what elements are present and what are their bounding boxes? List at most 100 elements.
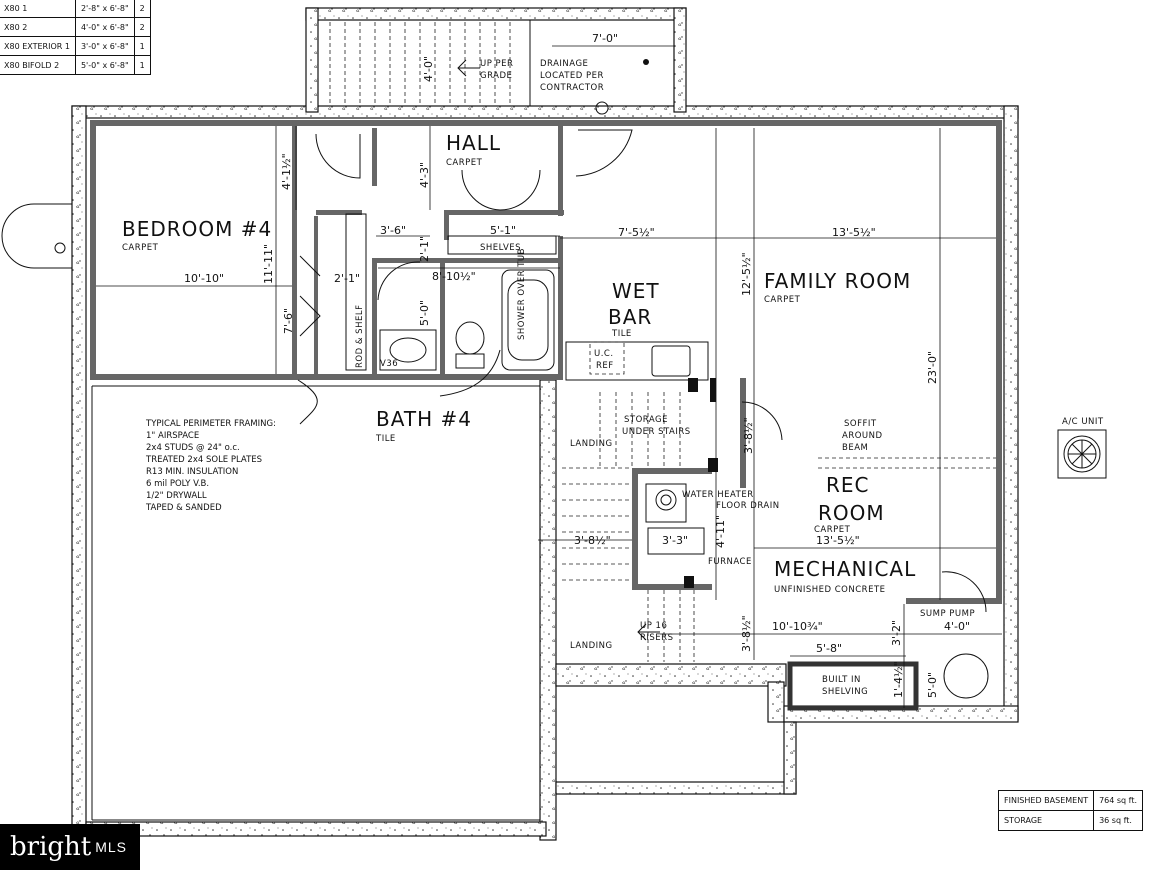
table-row: STORAGE 36 sq ft. xyxy=(997,810,1144,831)
family-room-floor: CARPET xyxy=(764,295,801,305)
framing-note-line: TAPED & SANDED xyxy=(145,503,222,513)
interior-walls xyxy=(90,120,1002,821)
dim-label: 5'-0" xyxy=(418,300,431,326)
area-label: STORAGE xyxy=(997,810,1095,831)
table-row: X80 1 2'-8" x 6'-8" 2 xyxy=(0,0,151,18)
uc-ref-label-1: U.C. xyxy=(594,349,614,359)
dim-label: 5'-1" xyxy=(490,224,516,237)
mechanical-floor: UNFINISHED CONCRETE xyxy=(774,585,886,595)
table-row: X80 BIFOLD 2 5'-0" x 6'-8" 1 xyxy=(0,55,151,75)
built-in-label-2: SHELVING xyxy=(822,687,868,697)
uc-ref-label-2: REF xyxy=(596,361,614,371)
dim-label: 3'-6" xyxy=(380,224,406,237)
framing-note-line: 2x4 STUDS @ 24" o.c. xyxy=(146,443,240,453)
door-size: 5'-0" x 6'-8" xyxy=(74,55,135,75)
ac-unit-label: A/C UNIT xyxy=(1062,417,1104,427)
dim-label: 3'-3" xyxy=(662,534,688,547)
dim-label: 11'-11" xyxy=(262,244,275,284)
door-qty: 2 xyxy=(133,0,151,18)
area-value: 36 sq ft. xyxy=(1093,810,1144,831)
water-heater-label: WATER HEATER xyxy=(682,490,754,500)
table-row: FINISHED BASEMENT 764 sq ft. xyxy=(997,790,1144,811)
area-label: FINISHED BASEMENT xyxy=(997,790,1095,811)
mechanical-label: MECHANICAL xyxy=(774,557,916,581)
dim-label: 13'-5½" xyxy=(816,534,860,547)
landing-label-upper: LANDING xyxy=(570,439,613,449)
stairs xyxy=(317,19,695,662)
framing-note-line: 1/2" DRYWALL xyxy=(146,491,207,501)
door-qty: 1 xyxy=(133,36,151,56)
door-schedule-table: X80 1 2'-8" x 6'-8" 2 X80 2 4'-0" x 6'-8… xyxy=(0,0,151,75)
storage-label-1: STORAGE xyxy=(624,415,668,425)
ac-unit-icon xyxy=(1057,429,1107,479)
door-qty: 1 xyxy=(133,55,151,75)
up-risers-label-1: UP 16 xyxy=(640,621,667,631)
floor-drain-label: FLOOR DRAIN xyxy=(716,501,780,511)
drainage-label-1: DRAINAGE xyxy=(540,59,588,69)
soffit-label-1: SOFFIT xyxy=(844,419,877,429)
vanity-label: V36 xyxy=(380,359,398,369)
dim-label: 3'-8½" xyxy=(740,615,753,652)
dim-label: 3'-8½" xyxy=(742,417,755,454)
framing-note-line: 6 mil POLY V.B. xyxy=(146,479,209,489)
mls-watermark: bright MLS xyxy=(0,824,140,870)
up-per-label-1: UP PER xyxy=(480,59,513,69)
doors xyxy=(1,129,987,613)
room-labels: BEDROOM #4 CARPET HALL CARPET WET BAR TI… xyxy=(122,131,916,595)
door-size: 4'-0" x 6'-8" xyxy=(74,17,135,37)
landing-label-lower: LANDING xyxy=(570,641,613,651)
hall-label: HALL xyxy=(446,131,501,155)
framing-note-line: TREATED 2x4 SOLE PLATES xyxy=(145,455,262,465)
bedroom-label: BEDROOM #4 xyxy=(122,217,272,241)
wet-bar-label-2: BAR xyxy=(608,305,652,329)
dim-label: 13'-5½" xyxy=(832,226,876,239)
dim-label: 10'-10" xyxy=(184,272,224,285)
dim-label: 7'-0" xyxy=(592,32,618,45)
area-summary-table: FINISHED BASEMENT 764 sq ft. STORAGE 36 … xyxy=(997,790,1144,831)
dim-label: 5'-0" xyxy=(926,672,939,698)
soffit-label-2: AROUND xyxy=(842,431,883,441)
dimension-labels: 7'-0" 4'-0" 4'-1½" 4'-3" 10'-10" 11'-11"… xyxy=(184,32,970,698)
soffit-label-3: BEAM xyxy=(842,443,868,453)
table-row: X80 EXTERIOR 1 3'-0" x 6'-8" 1 xyxy=(0,36,151,56)
door-type: X80 1 xyxy=(0,0,76,18)
framing-note-line: R13 MIN. INSULATION xyxy=(146,467,238,477)
door-qty: 2 xyxy=(133,17,151,37)
door-type: X80 BIFOLD 2 xyxy=(0,55,76,75)
bath-label: BATH #4 xyxy=(376,407,472,431)
dim-label: 2'-1" xyxy=(418,236,431,262)
dim-label: 8'-10½" xyxy=(432,270,476,283)
watermark-brand: bright xyxy=(10,832,92,862)
drainage-label-2: LOCATED PER xyxy=(540,71,604,81)
door-type: X80 2 xyxy=(0,17,76,37)
rec-room-floor: CARPET xyxy=(814,525,851,535)
wet-bar-label-1: WET xyxy=(612,279,660,303)
dim-label: 7'-6" xyxy=(282,308,295,334)
hall-floor: CARPET xyxy=(446,158,483,168)
drainage-label-3: CONTRACTOR xyxy=(540,83,604,93)
storage-label-2: UNDER STAIRS xyxy=(622,427,691,437)
dim-label: 1'-4½" xyxy=(892,661,905,698)
rec-room-label-1: REC xyxy=(826,473,870,497)
dim-label: 23'-0" xyxy=(926,351,939,384)
dim-label: 12'-5½" xyxy=(740,252,753,296)
shower-label: SHOWER OVER TUB xyxy=(517,248,527,340)
fixtures xyxy=(345,59,989,699)
watermark-suffix: MLS xyxy=(95,839,128,855)
fixture-labels: SHELVES ROD & SHELF SHOWER OVER TUB U.C.… xyxy=(355,59,1104,697)
dim-label: 3'-8½" xyxy=(574,534,611,547)
door-size: 2'-8" x 6'-8" xyxy=(74,0,135,18)
dim-label: 4'-11" xyxy=(714,515,727,548)
dim-label: 4'-0" xyxy=(944,620,970,633)
shelves-label: SHELVES xyxy=(480,243,521,253)
wet-bar-floor: TILE xyxy=(611,329,632,339)
sump-pump-label: SUMP PUMP xyxy=(920,609,975,619)
framing-note-line: 1" AIRSPACE xyxy=(146,431,199,441)
up-risers-label-2: RISERS xyxy=(640,633,673,643)
bath-floor: TILE xyxy=(375,434,396,444)
dimension-lines xyxy=(96,45,1002,708)
area-value: 764 sq ft. xyxy=(1093,790,1144,811)
rod-shelf-label: ROD & SHELF xyxy=(355,305,365,368)
door-size: 3'-0" x 6'-8" xyxy=(74,36,135,56)
up-per-label-2: GRADE xyxy=(480,71,512,81)
